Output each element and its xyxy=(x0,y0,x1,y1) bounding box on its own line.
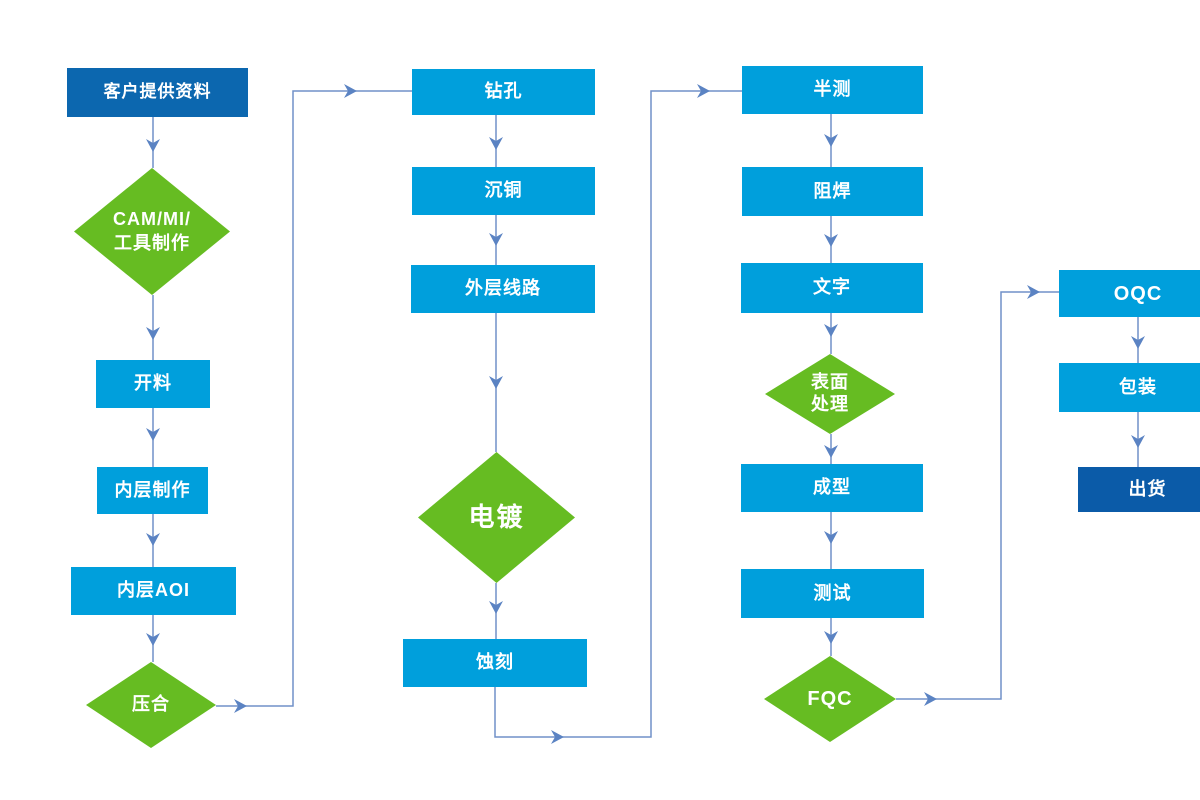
node-drilling: 钻孔 xyxy=(412,69,595,115)
node-silkscreen-label: 文字 xyxy=(813,277,851,298)
node-shipping-label: 出货 xyxy=(1128,478,1167,499)
node-fqc-label: FQC xyxy=(807,688,853,710)
node-packing-label: 包装 xyxy=(1119,376,1157,397)
node-half-test-label: 半测 xyxy=(813,79,852,100)
node-oqc-label: OQC xyxy=(1113,282,1163,305)
node-copper-deposit-label: 沉铜 xyxy=(484,180,523,201)
node-solder-mask-label: 阻焊 xyxy=(813,180,852,201)
node-outer-circuit-label: 外层线路 xyxy=(465,278,541,299)
node-surface-finish-label-line2: 处理 xyxy=(811,394,849,414)
node-copper-deposit: 沉铜 xyxy=(412,167,595,215)
node-cam-mi-label-line1: CAM/MI/ xyxy=(113,209,191,230)
node-shipping: 出货 xyxy=(1078,467,1200,512)
node-etching: 蚀刻 xyxy=(403,639,587,687)
node-cutting-label: 开料 xyxy=(134,373,172,394)
node-packing: 包装 xyxy=(1059,363,1200,412)
connector-lines xyxy=(152,90,1139,738)
node-customer-data-label: 客户提供资料 xyxy=(103,82,212,102)
node-oqc: OQC xyxy=(1059,270,1200,317)
node-cam-mi-label-line2: 工具制作 xyxy=(114,232,190,253)
node-testing: 测试 xyxy=(741,569,924,618)
node-forming-label: 成型 xyxy=(813,477,851,498)
node-surface-finish-label-line1: 表面 xyxy=(811,372,849,393)
node-customer-data: 客户提供资料 xyxy=(67,68,248,117)
node-inner-layer-label: 内层制作 xyxy=(114,479,191,500)
node-silkscreen: 文字 xyxy=(741,263,923,313)
node-outer-circuit: 外层线路 xyxy=(411,265,595,313)
node-forming: 成型 xyxy=(741,464,923,512)
node-half-test: 半测 xyxy=(742,66,923,114)
node-etching-label: 蚀刻 xyxy=(476,652,514,673)
node-solder-mask: 阻焊 xyxy=(742,167,923,216)
node-inner-aoi: 内层AOI xyxy=(71,567,236,615)
node-testing-label: 测试 xyxy=(813,582,852,603)
node-drilling-label: 钻孔 xyxy=(484,81,523,102)
node-plating-label: 电镀 xyxy=(468,501,525,532)
node-inner-aoi-label: 内层AOI xyxy=(116,580,190,601)
node-lamination-label: 压合 xyxy=(132,694,170,715)
node-cutting: 开料 xyxy=(96,360,210,408)
arrowhead-icon xyxy=(146,84,1145,744)
node-inner-layer: 内层制作 xyxy=(97,467,208,514)
